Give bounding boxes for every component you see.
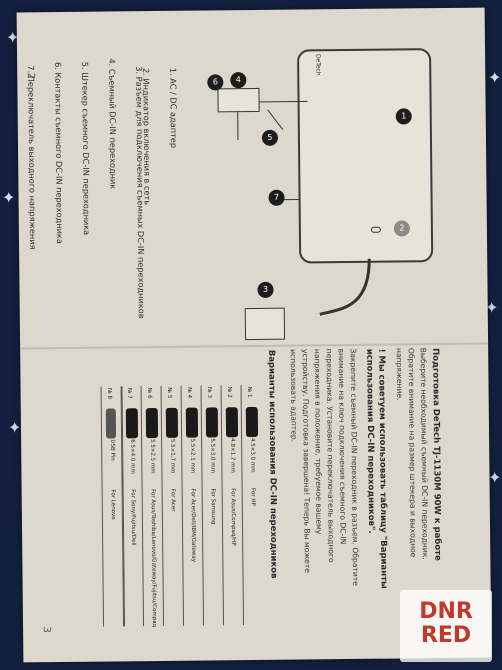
plug-icon bbox=[145, 408, 159, 439]
watermark-line: DNR bbox=[419, 599, 473, 624]
table-row: № 2 4.8×1.7 mm For Asus/Compaq/HP bbox=[220, 385, 245, 626]
plug-icon bbox=[165, 407, 179, 438]
row-number: № 2 bbox=[226, 386, 233, 398]
plug-brand: For Acer/Dell/IBM/Gateway bbox=[189, 488, 197, 563]
plug-size: 4.5×3.0 mm bbox=[249, 437, 256, 473]
plug-brand: For Acer bbox=[169, 488, 176, 512]
plug-size: USB Pin bbox=[109, 439, 116, 461]
dc-output-plug bbox=[244, 307, 286, 341]
parts-list-item: 1. AC / DC адаптер bbox=[168, 67, 180, 149]
callout-4: 4 bbox=[230, 72, 247, 89]
callout-7: 7 bbox=[268, 189, 285, 206]
row-number: № 1 bbox=[246, 386, 253, 398]
star-icon: ✦ bbox=[488, 68, 502, 87]
plug-size: 5.5×3.0 mm bbox=[209, 438, 216, 474]
instruction-leaflet: 2 DeTech 1 2 3 4 5 6 7 1. AC / DC адапте… bbox=[16, 7, 492, 663]
plug-icon bbox=[185, 407, 199, 438]
callout-2: 2 bbox=[393, 220, 410, 237]
right-page-number: 3 bbox=[40, 626, 52, 633]
callout-1: 1 bbox=[395, 108, 412, 125]
callout-3: 3 bbox=[257, 281, 274, 298]
plug-icon bbox=[205, 407, 219, 438]
plug-brand: For Asus/Compaq/HP bbox=[229, 488, 237, 546]
table-row: № 5 5.5×1.7 mm For Acer bbox=[160, 385, 185, 626]
callout-6: 6 bbox=[207, 74, 224, 91]
plug-size: 5.5×2.1 mm bbox=[189, 438, 196, 474]
table-row: № 4 5.5×2.1 mm For Acer/Dell/IBM/Gateway bbox=[180, 385, 205, 626]
plug-icon bbox=[245, 406, 259, 438]
plug-brand: For Lenovo bbox=[109, 489, 116, 520]
plug-icon bbox=[225, 407, 239, 438]
star-icon: ✦ bbox=[2, 188, 16, 207]
plug-size: 5.5×2.5 mm bbox=[149, 439, 156, 474]
plug-brand: For Samsung bbox=[209, 488, 216, 525]
star-icon: ✦ bbox=[8, 418, 22, 437]
row-number: № 8 bbox=[106, 388, 113, 400]
plug-brand: For HP bbox=[249, 487, 256, 506]
plug-size: 5.5×1.7 mm bbox=[169, 438, 176, 474]
plug-size: 6.5×4.0 mm bbox=[129, 439, 136, 474]
table-row: № 1 4.5×3.0 mm For HP bbox=[240, 384, 265, 626]
star-icon: ✦ bbox=[488, 468, 502, 487]
dc-in-adapter-tip bbox=[217, 87, 260, 113]
plug-size: 4.8×1.7 mm bbox=[229, 438, 236, 473]
row-number: № 6 bbox=[146, 387, 153, 399]
row-number: № 5 bbox=[166, 387, 173, 399]
star-icon: ✦ bbox=[485, 298, 499, 317]
row-number: № 3 bbox=[206, 386, 213, 398]
row-number: № 4 bbox=[186, 387, 193, 399]
star-icon: ✦ bbox=[6, 28, 20, 47]
usb-plug-icon bbox=[105, 408, 117, 439]
callout-5: 5 bbox=[261, 129, 279, 146]
watermark-line: RED bbox=[420, 623, 472, 648]
adapter-table: № 1 4.5×3.0 mm For HP № 2 4.8×1.7 mm For… bbox=[81, 383, 403, 628]
table-row: № 8 USB Pin For Lenovo bbox=[100, 386, 126, 627]
plug-brand: For Sony/Fujitsu/Dell bbox=[129, 489, 137, 546]
table-row: № 3 5.5×3.0 mm For Samsung bbox=[200, 385, 225, 626]
table-row: № 6 5.5×2.5 mm For Asus/Toshiba/Lenovo/G… bbox=[140, 385, 165, 628]
plug-icon bbox=[125, 408, 139, 439]
plug-brand: For Asus/Toshiba/Lenovo/Gateway/Fujitsu/… bbox=[149, 489, 158, 628]
watermark-logo: DNR RED bbox=[400, 590, 492, 662]
row-number: № 7 bbox=[126, 387, 133, 399]
